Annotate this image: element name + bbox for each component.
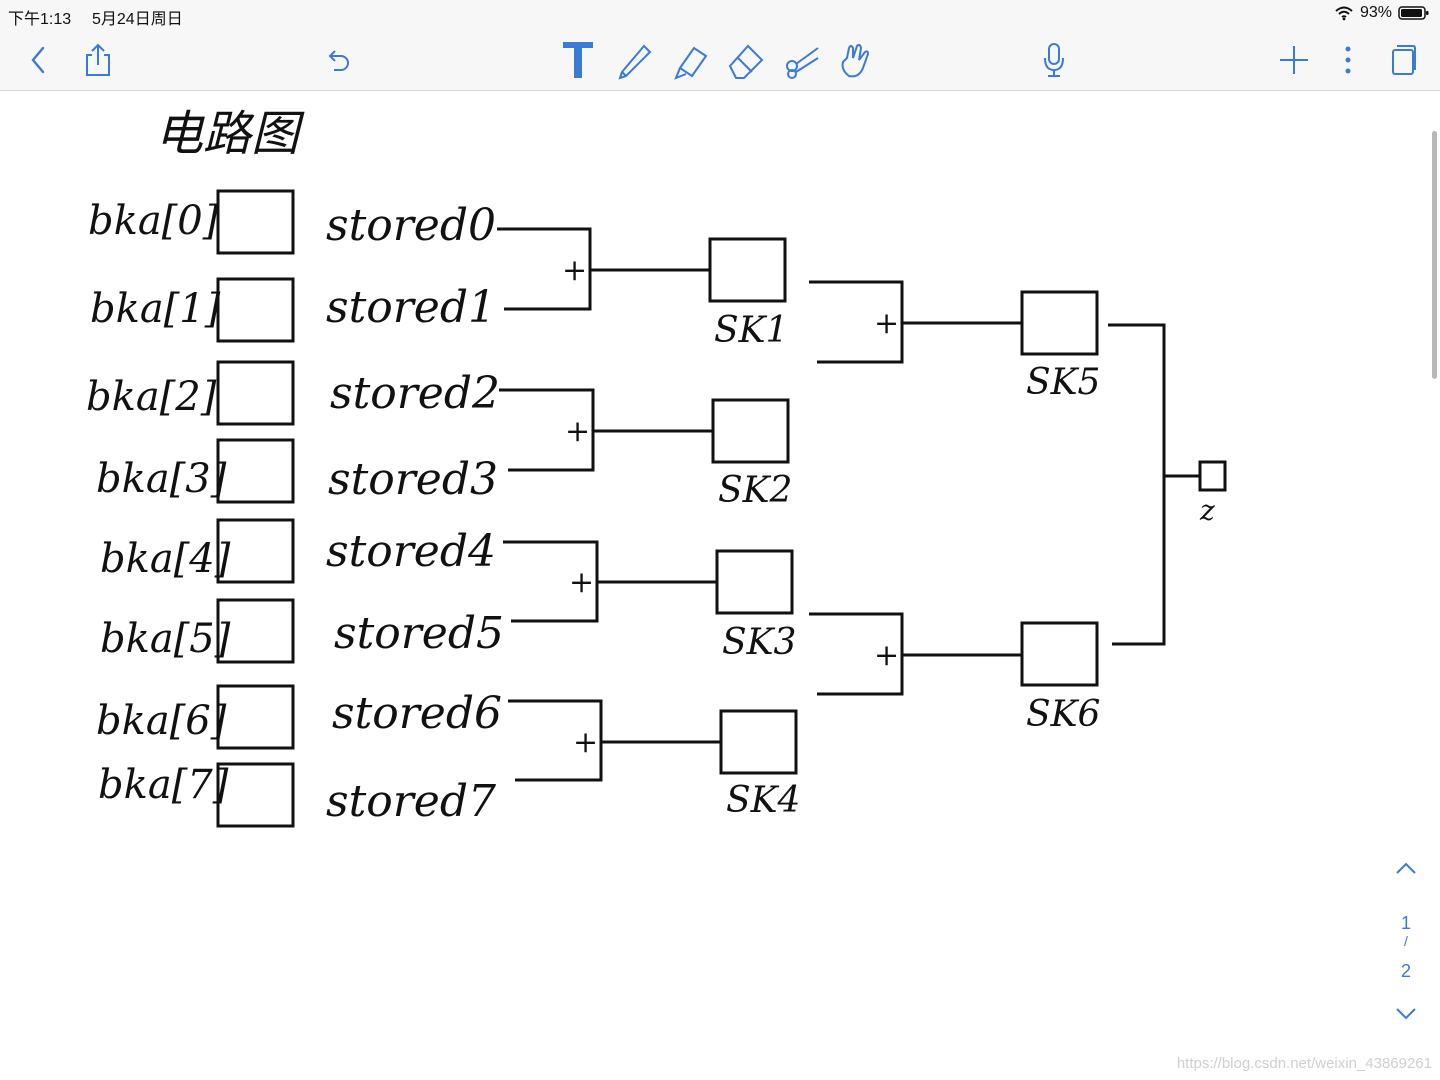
input-box	[216, 598, 295, 664]
undo-button[interactable]	[316, 38, 360, 82]
sk-label: SK5	[1026, 362, 1100, 403]
sk-register-box	[715, 549, 794, 615]
adder-symbol: +	[874, 306, 899, 341]
pages-button[interactable]	[1382, 38, 1426, 82]
pen-tool-button[interactable]	[612, 38, 656, 82]
input-box	[216, 438, 295, 504]
text-tool-button[interactable]	[556, 38, 600, 82]
stored-label: stored7	[326, 776, 496, 827]
back-button[interactable]	[16, 38, 60, 82]
adder-symbol: +	[565, 414, 590, 449]
highlighter-icon	[674, 46, 708, 80]
battery-percent: 93%	[1359, 4, 1392, 21]
page-navigator: 1 / 2	[1388, 861, 1424, 1031]
eraser-icon	[728, 44, 764, 79]
input-label: bka[4]	[100, 536, 231, 582]
page-separator: /	[1404, 933, 1408, 949]
chevron-up-icon[interactable]	[1395, 861, 1417, 875]
input-box	[216, 189, 295, 255]
stage1-wires	[497, 227, 721, 782]
sk-label: SK2	[718, 470, 792, 511]
input-box	[216, 518, 295, 584]
input-label: bka[7]	[98, 762, 229, 808]
add-page-button[interactable]	[1272, 38, 1316, 82]
sk-label: SK3	[722, 622, 796, 663]
output-box	[1198, 460, 1227, 492]
adder-symbol: +	[562, 253, 587, 288]
toolbar	[0, 28, 1440, 91]
text-tool-icon	[563, 42, 593, 78]
stored-label: stored5	[334, 608, 504, 659]
status-date: 5月24日周日	[92, 11, 183, 28]
input-box	[216, 360, 295, 426]
adder-symbol: +	[569, 565, 594, 600]
final-wires	[1108, 323, 1200, 646]
input-box	[216, 762, 295, 828]
sk-register-box	[708, 237, 787, 303]
microphone-icon	[1044, 43, 1064, 77]
page-current: 1	[1400, 913, 1411, 933]
input-label: bka[2]	[86, 374, 217, 420]
sk-label: SK6	[1026, 694, 1100, 735]
circuit-drawing: 电路图 bka[0] bka[1] bka[2] bka[3] bka[4] b…	[86, 106, 1227, 828]
stored-label: stored0	[326, 200, 496, 251]
stored-label: stored3	[328, 454, 498, 505]
input-label: bka[1]	[90, 286, 221, 332]
note-title: 电路图	[155, 106, 305, 162]
status-bar: 下午1:13 5月24日周日 93%	[0, 0, 1440, 28]
pages-icon	[1392, 45, 1416, 75]
lasso-tool-button[interactable]	[780, 38, 824, 82]
share-icon	[86, 43, 110, 76]
page-total: 2	[1400, 961, 1411, 981]
adder-symbol: +	[874, 638, 899, 673]
stored-label: stored4	[326, 526, 496, 577]
note-canvas[interactable]: 电路图 bka[0] bka[1] bka[2] bka[3] bka[4] b…	[0, 91, 1440, 1080]
chevron-down-icon[interactable]	[1395, 1007, 1417, 1021]
output-label: z	[1199, 494, 1215, 527]
input-label: bka[6]	[96, 698, 227, 744]
more-icon	[1345, 46, 1351, 74]
status-time: 下午1:13	[8, 11, 72, 28]
scrollbar[interactable]	[1432, 131, 1437, 379]
eraser-tool-button[interactable]	[724, 38, 768, 82]
scissors-icon	[786, 47, 819, 79]
highlighter-tool-button[interactable]	[668, 38, 712, 82]
battery-icon	[1398, 6, 1429, 20]
back-icon	[31, 46, 45, 74]
sk-label: SK1	[714, 310, 788, 351]
microphone-button[interactable]	[1032, 38, 1076, 82]
input-box	[216, 684, 295, 750]
pen-icon	[618, 44, 652, 80]
status-indicators: 93%	[1334, 4, 1430, 22]
input-box	[216, 277, 295, 343]
sk-register-box	[719, 709, 798, 775]
input-label: bka[5]	[100, 616, 231, 662]
sk-register-box	[1020, 621, 1099, 687]
sk-label: SK4	[726, 780, 800, 821]
wifi-icon	[1335, 6, 1353, 21]
stage2-wires	[809, 280, 1022, 696]
input-label: bka[0]	[88, 198, 219, 244]
sk-register-box	[711, 398, 790, 464]
stored-label: stored1	[326, 282, 496, 333]
stored-label: stored2	[330, 368, 500, 419]
hand-icon	[841, 43, 870, 78]
adder-symbol: +	[573, 725, 598, 760]
watermark: https://blog.csdn.net/weixin_43869261	[1176, 1055, 1432, 1072]
undo-icon	[328, 50, 349, 71]
share-button[interactable]	[76, 38, 120, 82]
sk-register-box	[1020, 290, 1099, 356]
more-button[interactable]	[1326, 38, 1370, 82]
input-label: bka[3]	[96, 456, 227, 502]
stored-label: stored6	[332, 688, 502, 739]
hand-tool-button[interactable]	[834, 38, 878, 82]
add-page-icon	[1280, 46, 1308, 74]
